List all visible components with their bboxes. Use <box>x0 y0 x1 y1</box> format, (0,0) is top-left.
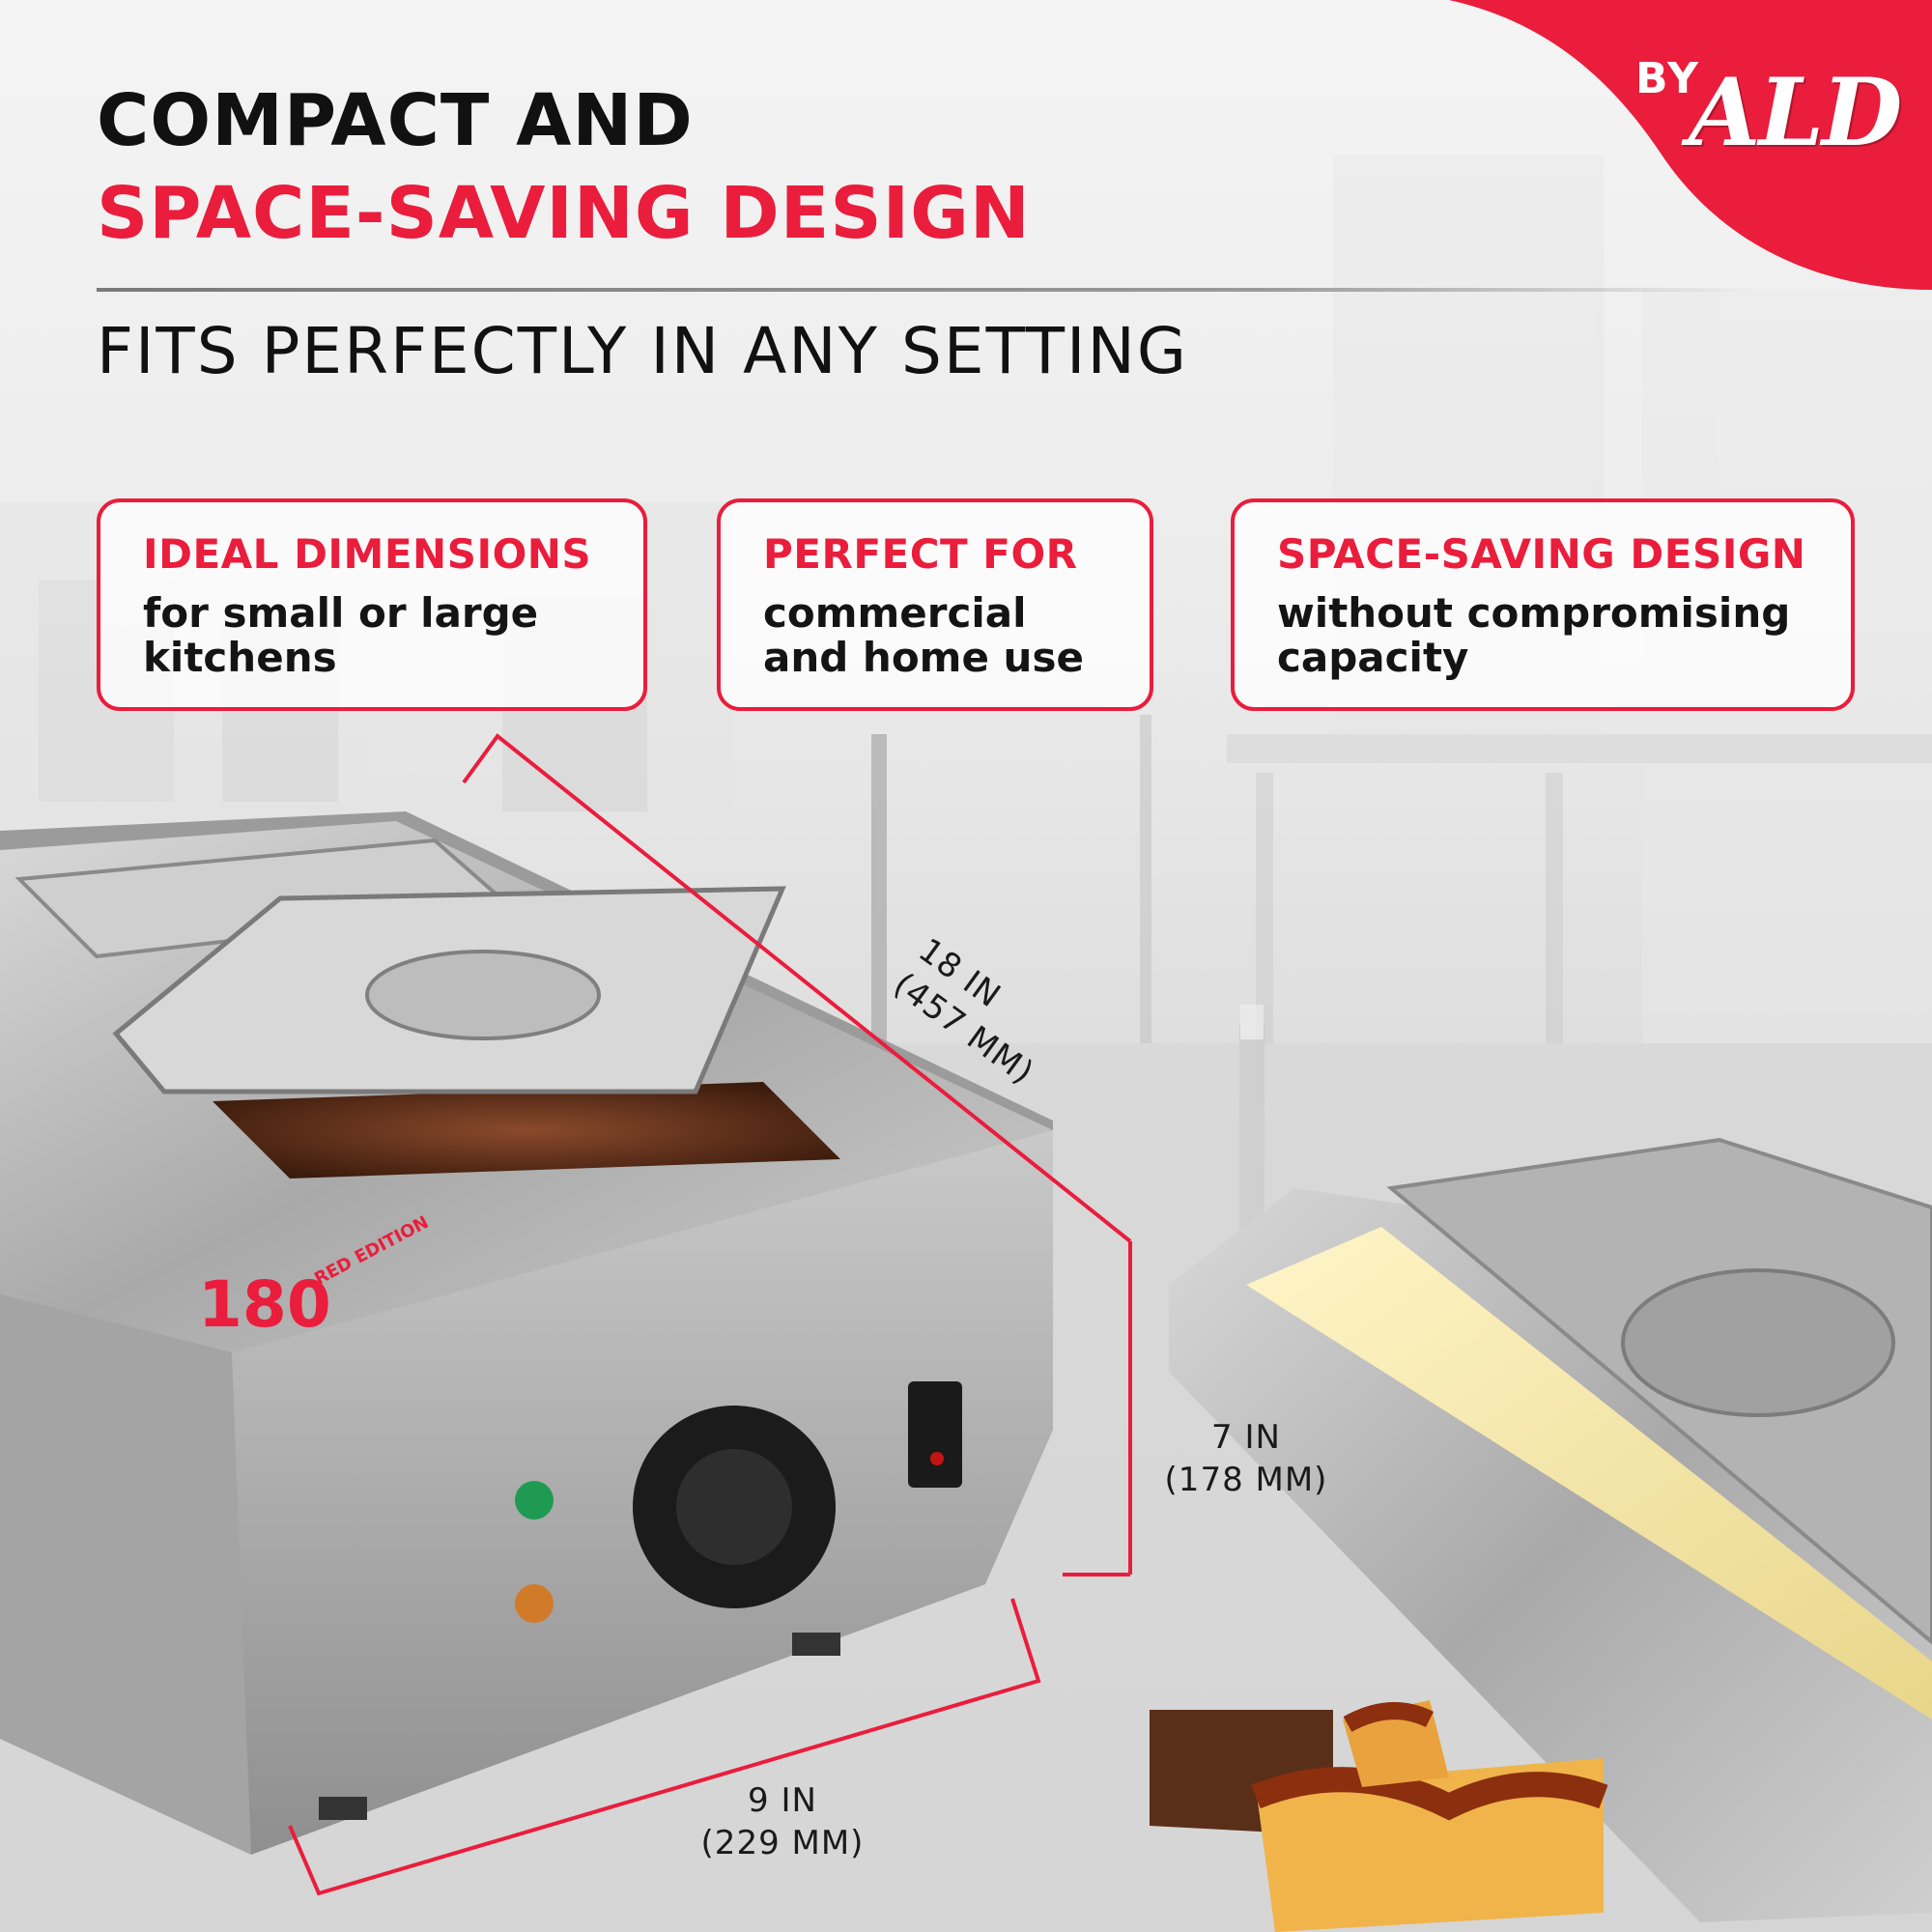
brand-by: BY <box>1635 54 1700 103</box>
feature-card-space: SPACE-SAVING DESIGN without compromising… <box>1231 498 1855 711</box>
feature-title: SPACE-SAVING DESIGN <box>1277 530 1806 578</box>
dimension-imperial: 9 IN <box>748 1781 817 1820</box>
dimension-lines <box>288 733 1132 1896</box>
feature-body: for small or large kitchens <box>143 589 539 681</box>
brand-swoosh <box>1449 0 1932 290</box>
sweets <box>1150 1700 1608 1932</box>
feature-card-dimensions: IDEAL DIMENSIONS for small or large kitc… <box>97 498 647 711</box>
feature-body: without compromising capacity <box>1277 589 1791 681</box>
brand-logo: ALD <box>1689 58 1902 167</box>
feature-title: IDEAL DIMENSIONS <box>143 530 592 578</box>
headline-line-1: COMPACT AND <box>97 79 694 162</box>
dimension-metric: (178 MM) <box>1164 1461 1328 1499</box>
feature-title: PERFECT FOR <box>763 530 1078 578</box>
headline-line-2: SPACE-SAVING DESIGN <box>97 172 1031 255</box>
dimension-metric: (229 MM) <box>700 1824 865 1862</box>
feature-body: commercial and home use <box>763 589 1084 681</box>
model-number: 180 <box>198 1267 331 1342</box>
dimension-imperial: 7 IN <box>1211 1418 1281 1457</box>
dimension-width-label: 9 IN (229 MM) <box>676 1779 889 1864</box>
divider <box>97 288 1758 292</box>
chocolate-melter <box>0 811 1053 1855</box>
feature-card-use: PERFECT FOR commercial and home use <box>717 498 1153 711</box>
steel-pan <box>1169 1137 1932 1922</box>
dimension-height-label: 7 IN (178 MM) <box>1159 1416 1333 1501</box>
subheadline: FITS PERFECTLY IN ANY SETTING <box>97 314 1189 388</box>
